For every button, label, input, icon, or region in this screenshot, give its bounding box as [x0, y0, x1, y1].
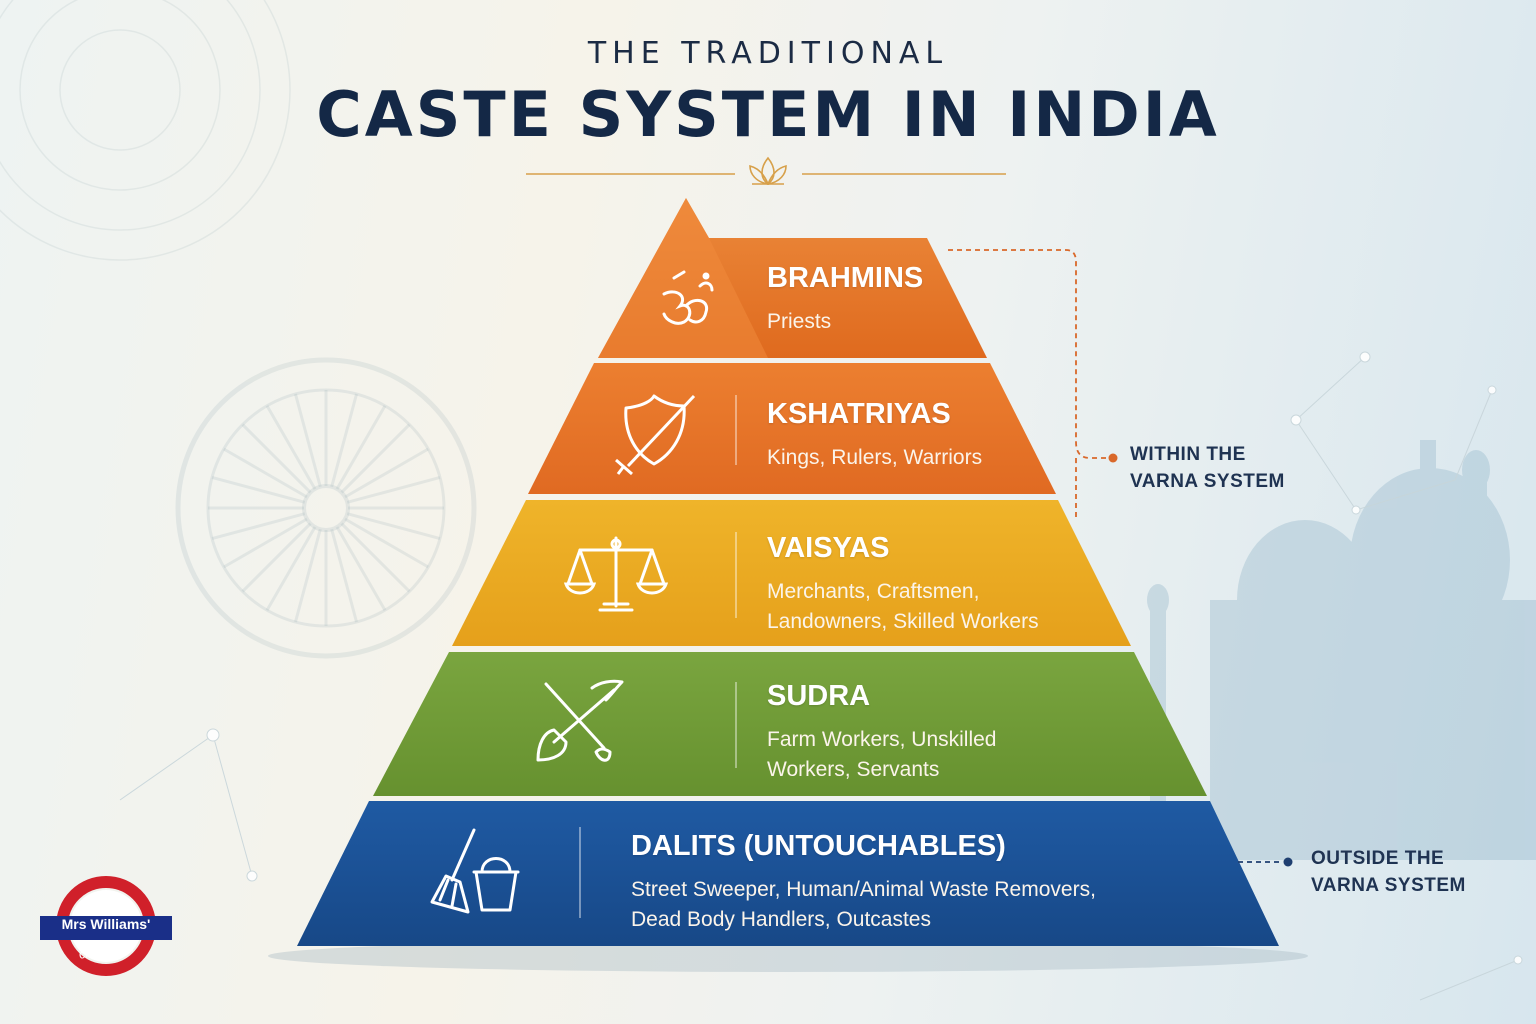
- tier-label-kshatriyas: KSHATRIYAS Kings, Rulers, Warriors: [767, 398, 982, 473]
- chakra-spoke: [265, 526, 317, 611]
- broom-bucket-icon: [430, 828, 520, 914]
- tier-name-vaisyas: VAISYAS: [767, 532, 890, 564]
- chakra-spoke: [241, 423, 312, 494]
- chakra-spoke: [241, 522, 312, 593]
- tier-sudra: [373, 652, 1207, 796]
- taj-mahal-silhouette: [1147, 440, 1536, 860]
- pyramid-shadow: [268, 940, 1308, 972]
- chakra-spoke: [223, 517, 308, 569]
- classroom-logo: [40, 876, 172, 976]
- within-varna-label: WITHIN THE VARNA SYSTEM: [1130, 441, 1285, 495]
- shield-sword-icon: [615, 394, 696, 476]
- chakra-spoke: [344, 517, 429, 569]
- outside-varna-label: OUTSIDE THE VARNA SYSTEM: [1311, 845, 1466, 899]
- chakra-spoke: [223, 447, 308, 499]
- tier-name-brahmins: BRAHMINS: [767, 262, 924, 294]
- chakra-spoke: [346, 476, 441, 504]
- chakra-spoke: [344, 447, 429, 499]
- network-decoration: [119, 351, 1523, 1001]
- tier-desc-vaisyas-line1: Merchants, Craftsmen,: [767, 580, 980, 603]
- chakra-spoke: [330, 528, 358, 623]
- tier-desc-dalits-line1: Street Sweeper, Human/Animal Waste Remov…: [631, 878, 1096, 901]
- chakra-decoration: [175, 357, 477, 659]
- tier-name-sudra: SUDRA: [767, 680, 871, 712]
- page-subtitle: THE TRADITIONAL: [587, 36, 949, 71]
- tier-desc-sudra-line2: Workers, Servants: [767, 758, 940, 781]
- chakra-spoke: [211, 512, 306, 540]
- chakra-spoke: [340, 423, 411, 494]
- om-icon: [662, 270, 714, 325]
- mandala-decoration: [0, 0, 291, 261]
- chakra-spoke: [211, 476, 306, 504]
- tier-desc-dalits-line2: Dead Body Handlers, Outcastes: [631, 908, 931, 931]
- page-title: CASTE SYSTEM IN INDIA: [316, 78, 1220, 151]
- lotus-divider: [526, 156, 1006, 186]
- outside-varna-line1: OUTSIDE THE: [1311, 848, 1445, 869]
- tier-name-dalits: DALITS (UNTOUCHABLES): [631, 830, 1006, 862]
- tier-desc-sudra-line1: Farm Workers, Unskilled: [767, 728, 997, 751]
- shovel-pickaxe-icon: [536, 679, 624, 762]
- chakra-spoke: [340, 522, 411, 593]
- tier-name-kshatriyas: KSHATRIYAS: [767, 398, 951, 430]
- chakra-spoke: [265, 405, 317, 490]
- chakra-spoke: [346, 512, 441, 540]
- tier-desc-kshatriyas: Kings, Rulers, Warriors: [767, 446, 983, 469]
- tier-dalits: [297, 801, 1279, 946]
- chakra-spoke: [294, 393, 322, 488]
- tier-desc-vaisyas-line2: Landowners, Skilled Workers: [767, 610, 1039, 633]
- tier-label-sudra: SUDRA Farm Workers, Unskilled Workers, S…: [767, 680, 996, 785]
- tier-brahmins-fold: [598, 198, 768, 358]
- tier-label-brahmins: BRAHMINS Priests: [767, 262, 923, 337]
- chakra-spoke: [335, 526, 387, 611]
- within-varna-line1: WITHIN THE: [1130, 444, 1246, 465]
- scales-icon: [563, 536, 669, 612]
- logo-line1: Mrs Williams': [61, 916, 151, 932]
- within-varna-bracket: [948, 249, 1108, 520]
- within-varna-line2: VARNA SYSTEM: [1130, 471, 1285, 492]
- chakra-spoke: [294, 528, 322, 623]
- chakra-spoke: [330, 393, 358, 488]
- tier-label-vaisyas: VAISYAS Merchants, Craftsmen, Landowners…: [767, 532, 1039, 637]
- tier-label-dalits: DALITS (UNTOUCHABLES) Street Sweeper, Hu…: [631, 830, 1096, 935]
- chakra-spoke: [335, 405, 387, 490]
- tier-desc-brahmins: Priests: [767, 310, 832, 333]
- outside-varna-line2: VARNA SYSTEM: [1311, 875, 1466, 896]
